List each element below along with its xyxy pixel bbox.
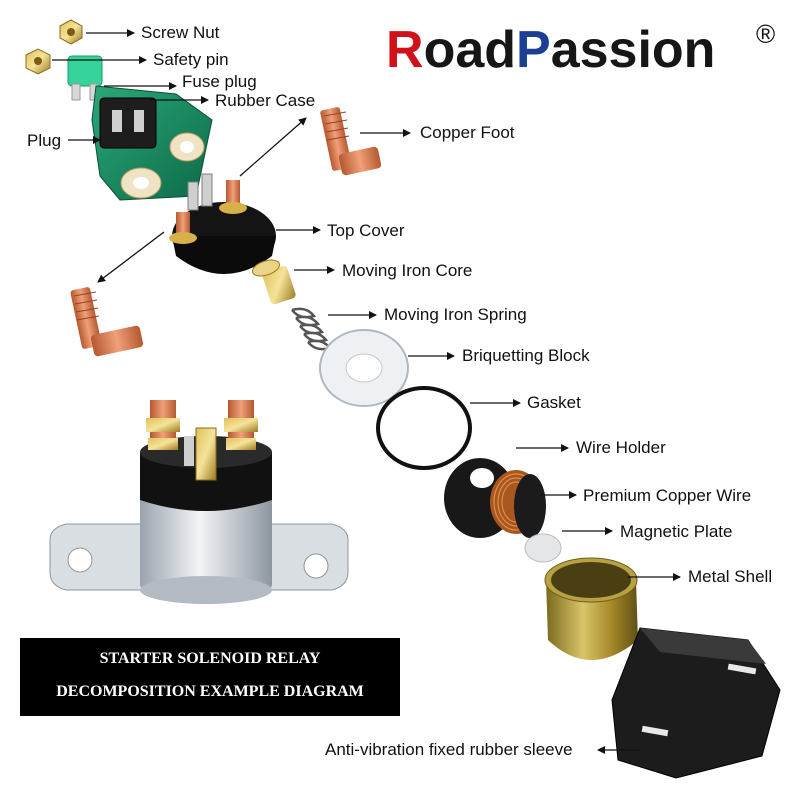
top-cover <box>169 173 276 274</box>
magnetic-plate <box>524 533 562 563</box>
caption-box: STARTER SOLENOID RELAY DECOMPOSITION EXA… <box>20 638 400 716</box>
moving-iron-spring <box>291 307 333 351</box>
wire-holder-coil <box>444 458 546 538</box>
label-safety-pin: Safety pin <box>153 50 229 69</box>
label-copper-foot: Copper Foot <box>420 123 515 142</box>
plug-rubber-case <box>91 85 213 201</box>
brand-logo: RoadPassion <box>386 20 715 80</box>
copper-foot-right <box>320 107 382 176</box>
label-metal-shell: Metal Shell <box>688 567 773 586</box>
rubber-sleeve <box>611 627 781 779</box>
label-rubber-case: Rubber Case <box>215 91 316 110</box>
moving-iron-core <box>252 259 296 305</box>
label-premium-copper-wire: Premium Copper Wire <box>583 486 752 505</box>
gasket-ring <box>376 386 472 470</box>
registered-mark: ® <box>756 19 776 49</box>
screw-nut-top <box>59 19 83 45</box>
brand-letters-oad: oad <box>423 21 517 79</box>
assembled-relay <box>49 400 349 604</box>
label-rubber-sleeve: Anti-vibration fixed rubber sleeve <box>325 740 573 759</box>
label-screw-nut: Screw Nut <box>141 23 220 42</box>
label-top-cover: Top Cover <box>327 221 405 240</box>
label-wire-holder: Wire Holder <box>576 438 666 457</box>
brand-letter-p: P <box>516 21 551 79</box>
label-moving-iron-spring: Moving Iron Spring <box>384 305 527 324</box>
leader-lines <box>52 29 681 754</box>
copper-foot-left <box>70 287 143 357</box>
label-plug: Plug <box>27 131 62 150</box>
label-moving-iron-core: Moving Iron Core <box>342 261 473 280</box>
label-magnetic-plate: Magnetic Plate <box>620 522 733 541</box>
label-gasket: Gasket <box>527 393 581 412</box>
screw-nut-bottom <box>25 48 51 75</box>
label-fuse-plug: Fuse plug <box>182 72 257 91</box>
briquetting-block <box>319 329 409 407</box>
brand-letters-assion: assion <box>550 21 716 79</box>
fuse-safety-pin <box>67 55 103 101</box>
caption-line-1: STARTER SOLENOID RELAY <box>99 650 321 667</box>
brand-letter-r: R <box>386 21 424 79</box>
label-briquetting-block: Briquetting Block <box>462 346 590 365</box>
caption-line-2: DECOMPOSITION EXAMPLE DIAGRAM <box>56 683 364 700</box>
metal-shell <box>544 557 638 660</box>
